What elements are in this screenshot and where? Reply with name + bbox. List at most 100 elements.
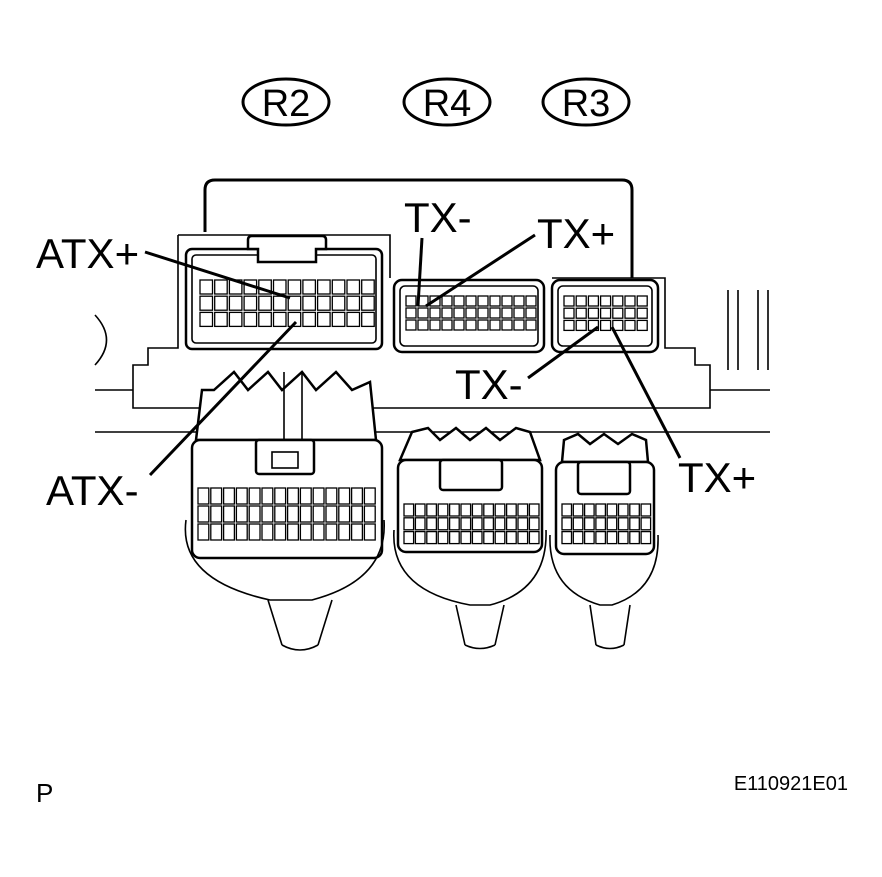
tag-r4-text: R4 [423,83,472,125]
pin-cavity [460,530,472,545]
pin-cavity [629,530,640,545]
r3-receptacle [550,278,660,354]
tag-r4: R4 [402,77,492,127]
pin-cavity [363,523,376,541]
pin-cavity [448,503,460,517]
pin-cavity [572,503,584,517]
pin-cavity [235,505,248,523]
leader-r4-tx-plus [425,233,536,308]
pin-cavity [199,311,214,328]
pin-cavity [583,503,595,517]
pin-cavity [210,487,223,505]
pin-cavity [243,295,258,311]
figure-code: E110921E01 [734,773,848,795]
r4-receptacle [392,278,546,354]
pin-cavity [477,319,489,331]
pin-cavity [612,295,624,307]
pin-cavity [248,487,261,505]
pin-cavity [312,505,325,523]
pin-cavity [489,319,501,331]
pin-cavity [636,307,648,319]
pin-cavity [471,517,483,531]
pin-cavity [403,517,415,531]
r2-pin-grid [199,279,375,328]
pin-cavity [453,295,465,307]
pin-cavity [624,319,636,332]
pin-cavity [350,523,364,541]
pin-cavity [441,295,453,307]
pin-cavity [426,530,438,545]
r3-pin-grid [563,295,648,332]
leader-r4-tx-minus [416,237,424,307]
pin-cavity [426,517,438,531]
label-atx-minus: ATX- [46,467,139,514]
label-r4-tx-plus: TX+ [537,210,615,257]
pin-cavity [599,319,612,332]
pin-cavity [606,530,618,545]
pin-cavity [228,295,243,311]
label-r4-tx-minus: TX- [404,194,472,241]
pin-cavity [572,517,584,531]
pin-cavity [405,307,417,319]
pin-cavity [312,487,325,505]
pin-cavity [640,503,652,517]
pin-cavity [624,307,636,319]
pin-cavity [513,307,525,319]
pin-cavity [299,523,312,541]
pin-cavity [599,295,612,307]
pin-cavity [261,487,274,505]
footer-left-mark: P [36,778,53,808]
pin-cavity [629,517,640,531]
pin-cavity [561,530,573,545]
label-r3-tx-minus: TX- [455,361,523,408]
pin-cavity [272,295,287,311]
pin-cavity [525,319,537,331]
pin-cavity [483,503,495,517]
pin-cavity [248,505,261,523]
pin-cavity [489,307,501,319]
pin-cavity [228,311,243,328]
pin-cavity [561,503,573,517]
pin-cavity [612,319,624,332]
leader-atx-plus [144,250,291,300]
pin-cavity [595,503,607,517]
pin-cavity [617,503,629,517]
pin-cavity [505,530,517,545]
pin-cavity [210,505,223,523]
pin-cavity [501,319,513,331]
tag-r2-text: R2 [262,83,311,125]
r2-receptacle [184,234,384,351]
leader-atx-minus [148,320,298,477]
pin-cavity [414,530,426,545]
pin-cavity [599,307,612,319]
pin-cavity [494,530,506,545]
pin-cavity [199,295,214,311]
pin-cavity [214,311,228,328]
pin-cavity [636,295,648,307]
pin-cavity [258,311,272,328]
pin-cavity [441,319,453,331]
leader-lines [144,233,682,477]
pin-cavity [235,523,248,541]
r3-plug [549,432,659,650]
pin-cavity [471,503,483,517]
pin-cavity [575,307,587,319]
pin-cavity [477,307,489,319]
pin-cavity [302,295,317,311]
pin-cavity [453,319,465,331]
pin-cavity [414,517,426,531]
r3-plug-pin-grid [561,503,652,545]
pin-cavity [346,279,361,295]
pin-cavity [606,503,618,517]
pin-cavity [274,505,287,523]
pin-cavity [587,295,600,307]
pin-cavity [489,295,501,307]
pin-cavity [465,319,477,331]
r4-plug [393,426,547,650]
pin-cavity [583,517,595,531]
tag-r2: R2 [241,77,331,127]
pin-cavity [429,307,441,319]
pin-cavity [563,307,575,319]
pin-cavity [287,295,302,311]
pin-cavity [448,517,460,531]
